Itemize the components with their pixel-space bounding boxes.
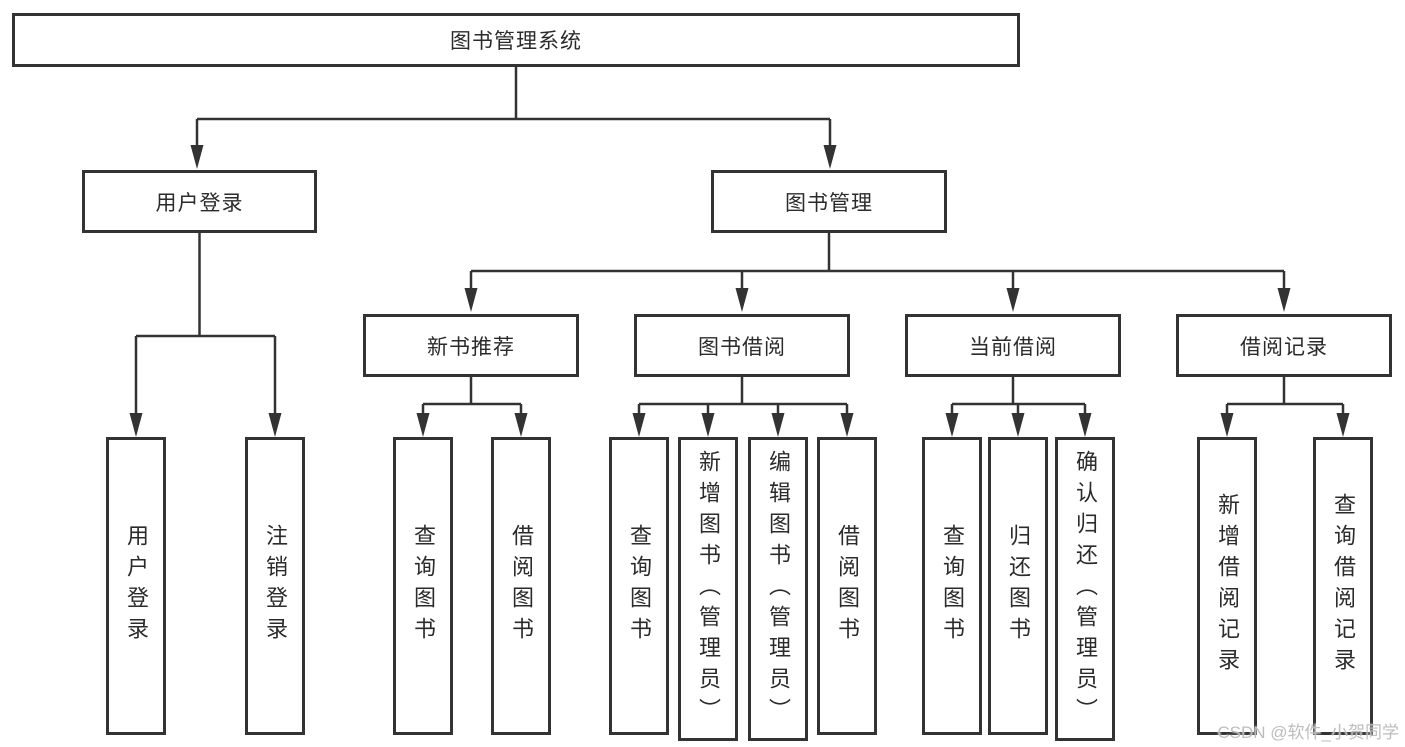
leaf-logout: 注销登录 — [245, 437, 305, 735]
leaf-records-add-record: 新增借阅记录 — [1197, 437, 1257, 735]
node-system-root-label: 图书管理系统 — [450, 30, 582, 53]
leaf-current-confirm-return-admin-label: 确认归还（管理员） — [1073, 449, 1098, 729]
leaf-borrow-add-books-admin-label: 新增图书（管理员） — [696, 449, 721, 729]
node-borrow-records: 借阅记录 — [1176, 314, 1392, 377]
leaf-current-query-books: 查询图书 — [922, 437, 982, 735]
node-system-root: 图书管理系统 — [12, 13, 1020, 67]
node-book-borrow-label: 图书借阅 — [698, 335, 786, 359]
node-borrow-records-label: 借阅记录 — [1240, 335, 1328, 359]
leaf-borrow-borrow-books: 借阅图书 — [817, 437, 877, 735]
leaf-current-confirm-return-admin: 确认归还（管理员） — [1055, 437, 1115, 741]
leaf-borrow-query-books: 查询图书 — [609, 437, 669, 735]
leaf-borrow-add-books-admin: 新增图书（管理员） — [678, 437, 738, 741]
leaf-current-query-books-label: 查询图书 — [940, 524, 965, 648]
leaf-recommend-query-books-label: 查询图书 — [411, 524, 436, 648]
node-book-management-module: 图书管理 — [711, 170, 947, 233]
connector-arrowheads — [129, 145, 1350, 437]
csdn-watermark: CSDN @软件_小贺同学 — [1217, 723, 1399, 742]
node-new-book-recommend-label: 新书推荐 — [427, 335, 515, 359]
leaf-borrow-borrow-books-label: 借阅图书 — [835, 524, 860, 648]
leaf-user-login-label: 用户登录 — [124, 524, 149, 648]
node-book-management-module-label: 图书管理 — [785, 191, 873, 215]
leaf-borrow-edit-books-admin: 编辑图书（管理员） — [748, 437, 808, 741]
leaf-current-return-books: 归还图书 — [988, 437, 1048, 735]
leaf-borrow-edit-books-admin-label: 编辑图书（管理员） — [766, 449, 791, 729]
node-user-login-module-label: 用户登录 — [155, 191, 244, 215]
leaf-borrow-query-books-label: 查询图书 — [627, 524, 652, 648]
leaf-recommend-query-books: 查询图书 — [393, 437, 453, 735]
node-new-book-recommend: 新书推荐 — [363, 314, 579, 377]
node-current-borrow-label: 当前借阅 — [969, 335, 1057, 359]
leaf-logout-label: 注销登录 — [263, 524, 288, 648]
leaf-recommend-borrow-books: 借阅图书 — [491, 437, 551, 735]
node-book-borrow: 图书借阅 — [634, 314, 850, 377]
leaf-records-add-record-label: 新增借阅记录 — [1215, 493, 1240, 679]
leaf-recommend-borrow-books-label: 借阅图书 — [509, 524, 534, 648]
node-current-borrow: 当前借阅 — [905, 314, 1121, 377]
node-user-login-module: 用户登录 — [82, 170, 317, 233]
leaf-records-query-record: 查询借阅记录 — [1313, 437, 1373, 735]
leaf-user-login: 用户登录 — [106, 437, 166, 735]
leaf-current-return-books-label: 归还图书 — [1006, 524, 1031, 648]
leaf-records-query-record-label: 查询借阅记录 — [1331, 493, 1356, 679]
